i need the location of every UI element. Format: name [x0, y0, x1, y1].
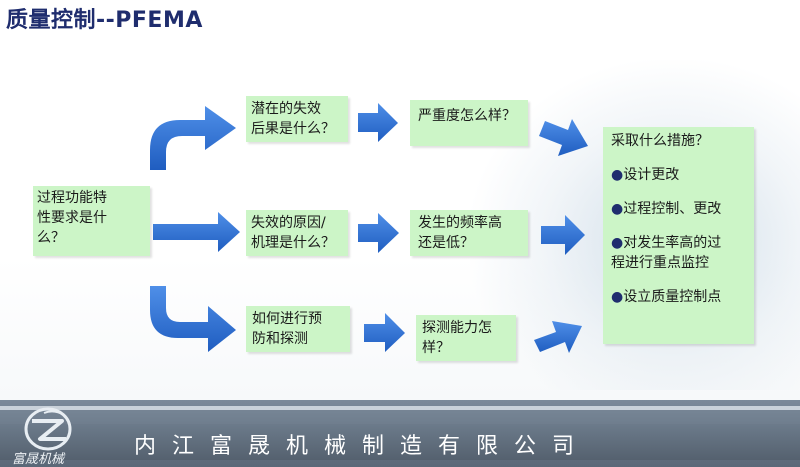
- bullet-icon: ●: [611, 201, 624, 217]
- bullet-icon: ●: [611, 289, 624, 305]
- measure-text: 设计更改: [623, 167, 680, 183]
- straight-arrow-middle: [153, 212, 240, 252]
- occurrence-box: 发生的频率高 还是低？: [410, 210, 528, 256]
- bullet-icon: ●: [611, 235, 624, 251]
- measure-text: 程进行重点监控: [611, 255, 709, 271]
- curved-arrow-up: [150, 106, 236, 170]
- company-name: 内江富晟机械制造有限公司: [134, 434, 591, 459]
- arrow-row2: [358, 213, 399, 253]
- curved-arrow-down: [150, 286, 236, 352]
- footer-bar: [0, 400, 800, 467]
- severity-box: 严重度怎么样？: [410, 100, 528, 146]
- bullet-icon: ●: [611, 167, 624, 183]
- arrow-row1: [358, 103, 398, 142]
- logo-text: 富晟机械: [12, 452, 65, 467]
- text-line: 失效的原因/: [251, 215, 326, 231]
- arrow-row1-to-measures: [539, 119, 588, 156]
- text-line: 样？: [422, 340, 450, 356]
- text-line: 严重度怎么样？: [418, 108, 516, 124]
- detection-box: 探测能力怎 样？: [416, 315, 516, 361]
- footer-band: [0, 424, 800, 460]
- text-line: 机理是什么？: [251, 235, 335, 251]
- measure-item: ●设立质量控制点: [611, 287, 746, 307]
- failure-cause-box: 失效的原因/ 机理是什么？: [246, 210, 348, 256]
- arrow-row3-to-measures: [534, 321, 582, 353]
- page-title: 质量控制--PFEMA: [6, 8, 203, 33]
- text-line: 探测能力怎: [422, 320, 492, 336]
- text-line: 么？: [37, 230, 65, 246]
- arrow-layer: [150, 103, 588, 353]
- measure-item: ●对发生率高的过 程进行重点监控: [611, 233, 746, 273]
- failure-effect-box: 潜在的失效 后果是什么？: [246, 96, 348, 142]
- footer-stripe: [0, 406, 800, 410]
- text-line: 还是低？: [418, 235, 474, 251]
- arrow-row3: [364, 313, 405, 352]
- arrow-row2-to-measures: [541, 215, 585, 255]
- measures-heading: 采取什么措施？: [611, 133, 709, 149]
- text-line: 过程功能特: [37, 190, 107, 206]
- text-line: 潜在的失效: [251, 101, 321, 117]
- text-line: 发生的频率高: [418, 215, 502, 231]
- text-line: 后果是什么？: [251, 121, 335, 137]
- measure-text: 设立质量控制点: [623, 289, 722, 305]
- company-logo-icon: [24, 407, 72, 451]
- text-line: 如何进行预: [252, 311, 322, 327]
- text-line: 性要求是什: [37, 210, 107, 226]
- prevention-box: 如何进行预 防和探测: [246, 306, 350, 352]
- measure-text: 对发生率高的过: [623, 235, 722, 251]
- measure-item: ●设计更改: [611, 165, 746, 185]
- measures-box: 采取什么措施？ ●设计更改 ●过程控制、更改 ●对发生率高的过 程进行重点监控 …: [603, 127, 754, 344]
- text-line: 防和探测: [252, 331, 308, 347]
- process-function-box: 过程功能特 性要求是什 么？: [33, 186, 150, 256]
- measure-item: ●过程控制、更改: [611, 199, 746, 219]
- measure-text: 过程控制、更改: [623, 201, 722, 217]
